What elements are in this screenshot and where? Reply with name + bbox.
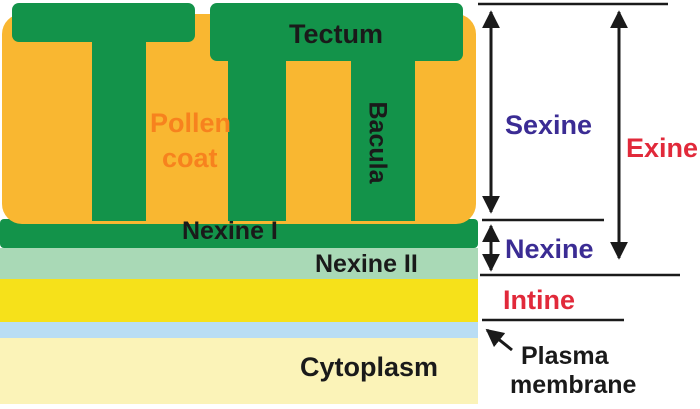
- pollen-coat-label-line1: Pollen: [150, 108, 232, 138]
- nexine-label: Nexine: [505, 234, 594, 264]
- sexine-label: Sexine: [505, 110, 593, 140]
- intine-layer: [0, 279, 478, 322]
- plasma-membrane-pointer-arrow: [485, 328, 513, 352]
- nexine-ii-layer: [0, 248, 478, 279]
- intine-label: Intine: [503, 285, 575, 315]
- plasma-membrane-label-line2: membrane: [510, 371, 637, 399]
- nexine-ii-label: Nexine II: [315, 250, 418, 278]
- cytoplasm-layer: [0, 338, 478, 404]
- baculum-1: [92, 40, 146, 221]
- cytoplasm-label: Cytoplasm: [300, 352, 439, 382]
- pollen-coat-label-line2: coat: [162, 143, 218, 173]
- exine-label: Exine: [626, 133, 699, 163]
- tectum-left-piece: [12, 3, 195, 42]
- baculum-3: [351, 40, 415, 221]
- tectum-label: Tectum: [289, 19, 384, 49]
- baculum-2: [228, 40, 286, 221]
- nexine-i-label: Nexine I: [182, 217, 278, 245]
- plasma-membrane-layer: [0, 322, 478, 338]
- plasma-membrane-label-line1: Plasma: [521, 342, 609, 370]
- bacula-label: Bacula: [363, 101, 392, 184]
- nexine-i-layer: [0, 219, 478, 248]
